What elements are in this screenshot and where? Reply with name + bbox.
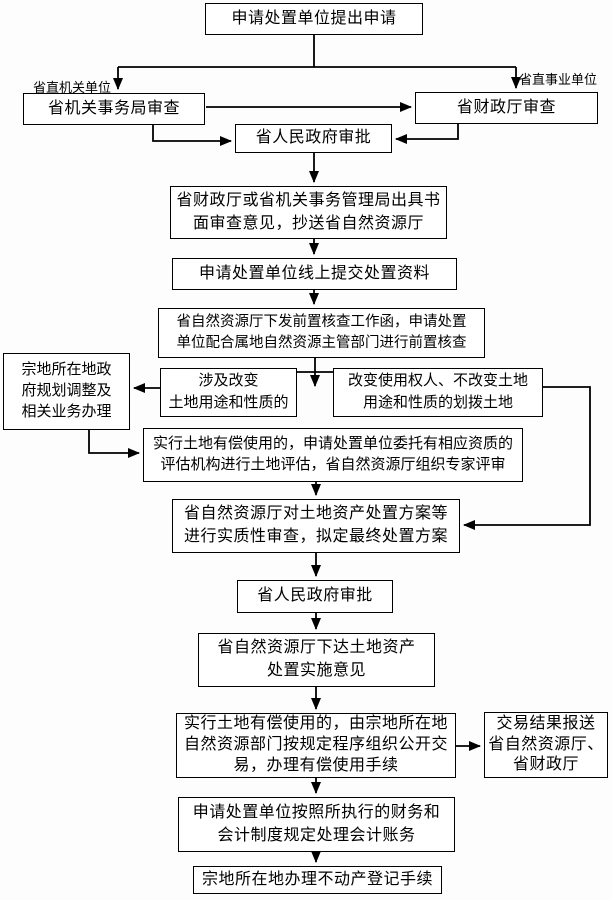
edge-n10-n12 bbox=[463, 386, 591, 530]
node-change-holder-allocated-land: 改变使用权人、不改变土地 用途和性质的划拨土地 bbox=[333, 368, 543, 417]
node-apply-request: 申请处置单位提出申请 bbox=[205, 3, 423, 35]
edge-n2-n4 bbox=[152, 125, 232, 146]
branch-label-provincial-institution: 省直事业单位 bbox=[519, 72, 598, 87]
node-finance-dept-review: 省财政厅审查 bbox=[415, 92, 598, 124]
edge-n8-n11 bbox=[88, 430, 140, 458]
node-online-submit-materials: 申请处置单位线上提交处置资料 bbox=[172, 258, 457, 290]
node-pre-check-letter: 省自然资源厅下发前置核查工作函，申请处置 单位配合属地自然资源主管部门进行前置核… bbox=[158, 308, 485, 358]
node-substantive-review-final-plan: 省自然资源厅对土地资产处置方案等 进行实质性审查，拟定最终处置方案 bbox=[172, 499, 460, 553]
node-change-land-use: 涉及改变 土地用途和性质的 bbox=[160, 368, 297, 417]
node-written-review-opinion: 省财政厅或省机关事务管理局出具书 面审查意见，抄送省自然资源厅 bbox=[170, 186, 447, 239]
node-local-gov-planning-adjust: 宗地所在地政 府规划调整及 相关业务办理 bbox=[3, 353, 130, 430]
node-report-transaction-result: 交易结果报送 省自然资源厅、 省财政厅 bbox=[484, 712, 608, 778]
edge-n1-split bbox=[118, 35, 516, 68]
branch-label-provincial-organ: 省直机关单位 bbox=[33, 80, 112, 95]
node-issue-implementation-opinion: 省自然资源厅下达土地资产 处置实施意见 bbox=[198, 633, 435, 687]
node-paid-use-valuation: 实行土地有偿使用的，申请处置单位委托有相应资质的 评估机构进行土地评估，省自然资… bbox=[143, 428, 523, 482]
node-provincial-gov-approval-2: 省人民政府审批 bbox=[237, 580, 393, 613]
node-real-estate-registration: 宗地所在地办理不动产登记手续 bbox=[193, 866, 442, 894]
node-provincial-gov-approval-1: 省人民政府审批 bbox=[235, 124, 392, 153]
node-accounting-treatment: 申请处置单位按照所执行的财务和 会计制度规定处理会计账务 bbox=[178, 797, 455, 852]
edge-n3-n4 bbox=[395, 124, 459, 144]
node-organ-affairs-review: 省机关事务局审查 bbox=[23, 93, 205, 125]
node-public-transaction: 实行土地有偿使用的，由宗地所在地 自然资源部门按规定程序组织公开交 易，办理有偿… bbox=[176, 713, 456, 778]
